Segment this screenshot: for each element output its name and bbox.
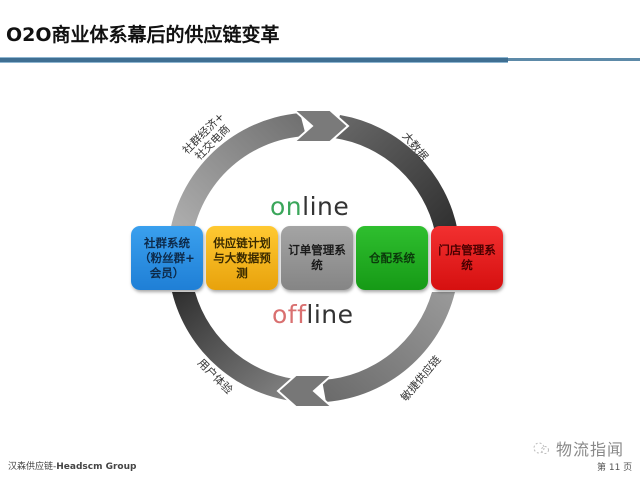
arc-top-right <box>334 115 458 232</box>
bottom-chevron-arrow <box>276 374 335 408</box>
box-label-line: 统 <box>311 258 323 272</box>
online-rest: line <box>302 192 350 221</box>
watermark-text: 物流指闻 <box>556 440 625 459</box>
box-store-management: 门店管理系 统 <box>431 226 503 290</box>
box-label-line: 门店管理系 <box>438 243 496 257</box>
offline-accent: off <box>272 300 307 329</box>
offline-rest: line <box>306 300 354 329</box>
watermark: 物流指闻 <box>532 436 624 460</box>
top-chevron-arrow <box>291 109 350 143</box>
box-label-line: 订单管理系 <box>288 243 346 257</box>
box-label-line: 仓配系统 <box>369 250 415 265</box>
box-warehouse-distribution: 仓配系统 <box>356 226 428 290</box>
title-divider-extension <box>508 58 640 61</box>
offline-wordmark: offline <box>272 300 354 329</box>
box-supply-chain-planning: 供应链计划 与大数据预 测 <box>206 226 278 290</box>
footer-company-en: Headscm Group <box>56 462 137 472</box>
box-order-management: 订单管理系 统 <box>281 226 353 290</box>
online-accent: on <box>270 192 303 221</box>
box-label-line: 供应链计划 <box>213 235 271 250</box>
footer-company-cn: 汉森供应链- <box>8 462 57 472</box>
box-community-system: 社群系统 （粉丝群+ 会员） <box>131 226 203 290</box>
box-label-line: 测 <box>236 265 248 280</box>
online-wordmark: online <box>270 192 349 221</box>
box-label-line: （粉丝群+ <box>139 250 195 265</box>
box-label-line: 会员） <box>149 265 185 280</box>
wechat-bubble-icon <box>533 442 549 454</box>
arc-bottom-right <box>322 292 455 402</box>
footer-company: 汉森供应链-Headscm Group <box>8 459 136 472</box>
page-number: 第 11 页 <box>597 463 633 473</box>
title-divider <box>0 57 508 63</box>
slide-title: O2O商业体系幕后的供应链变革 <box>6 24 280 46</box>
arc-bottom-left <box>172 292 304 402</box>
box-label-line: 社群系统 <box>143 235 190 250</box>
box-label-line: 与大数据预 <box>213 250 271 265</box>
box-label-line: 统 <box>461 258 473 272</box>
